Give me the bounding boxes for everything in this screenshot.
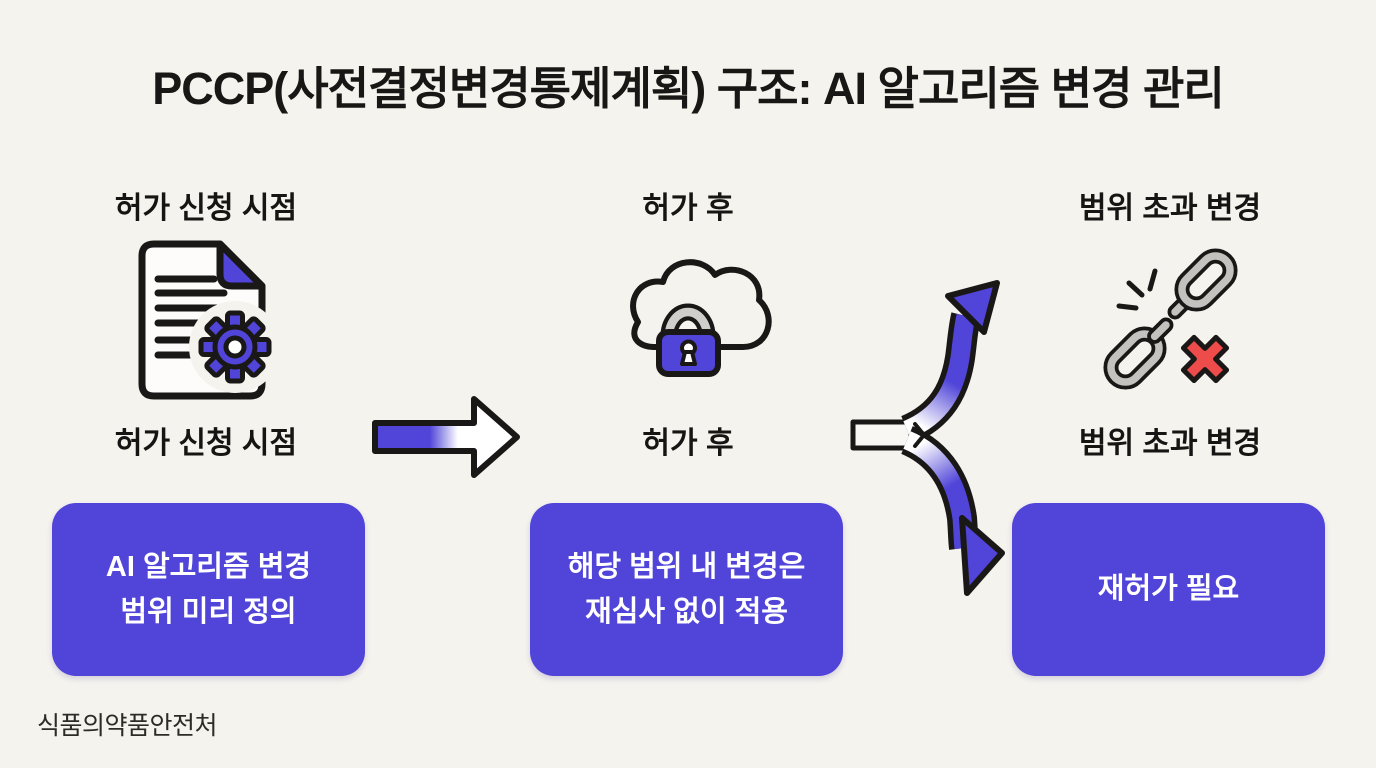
box-text-line: 재허가 필요	[1097, 573, 1240, 606]
stage-top-label-post-approval: 허가 후	[642, 192, 734, 225]
fork-arrows-icon	[845, 262, 1020, 602]
info-box-reapproval: 재허가 필요	[1012, 503, 1325, 676]
info-box-within-scope: 해당 범위 내 변경은 재심사 없이 적용	[530, 503, 843, 676]
stage-mid-label-application: 허가 신청 시점	[114, 427, 298, 460]
stage-top-label-out-of-scope: 범위 초과 변경	[1078, 192, 1262, 225]
red-x-icon	[1180, 334, 1230, 384]
stage-mid-label-post-approval: 허가 후	[642, 427, 734, 460]
stage-mid-label-out-of-scope: 범위 초과 변경	[1078, 427, 1262, 460]
box-text-line: 재심사 없이 적용	[585, 595, 788, 628]
box-text-line: 범위 미리 정의	[120, 595, 297, 628]
document-gear-icon	[118, 236, 313, 413]
broken-chain-icon	[1075, 245, 1275, 415]
box-text-line: 해당 범위 내 변경은	[567, 551, 806, 584]
page-title: PCCP(사전결정변경통제계획) 구조: AI 알고리즘 변경 관리	[152, 63, 1225, 114]
flow-arrow-right-icon	[368, 393, 523, 486]
spark-lines	[1116, 268, 1158, 311]
info-box-define-scope: AI 알고리즘 변경 범위 미리 정의	[52, 503, 365, 676]
box-text-line: AI 알고리즘 변경	[105, 551, 312, 584]
source-label: 식품의약품안전처	[37, 712, 218, 740]
cloud-lock-icon	[605, 248, 790, 403]
stage-top-label-application: 허가 신청 시점	[114, 192, 298, 225]
